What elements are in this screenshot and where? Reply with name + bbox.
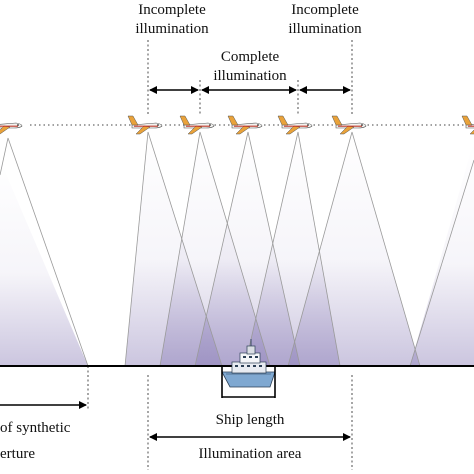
incomplete-left-label-1: Incomplete: [138, 2, 206, 18]
aircraft-icon: [179, 115, 215, 135]
illumination-area-label: Illumination area: [199, 446, 302, 462]
aircraft-icon: [127, 115, 163, 135]
beam-fill: [410, 140, 474, 366]
ship-length-label: Ship length: [216, 412, 285, 428]
incomplete-right-label-2: illumination: [288, 21, 362, 37]
complete-label-1: Complete: [221, 49, 280, 65]
incomplete-left-label-2: illumination: [135, 21, 209, 37]
ship-length-bracket: [221, 366, 276, 398]
reference-lines: [87, 40, 353, 470]
beam-fill: [0, 160, 88, 366]
synthetic-aperture-label-1: of synthetic: [0, 420, 71, 436]
ship-icon: [221, 339, 276, 388]
aircraft-icon: [331, 115, 367, 135]
beam-edges: [0, 131, 474, 367]
aircraft-icon: [227, 115, 263, 135]
complete-label-2: illumination: [213, 68, 287, 84]
aircraft-icon: [0, 115, 23, 135]
illumination-beams: [0, 130, 474, 366]
aircraft-icon: [277, 115, 313, 135]
aircraft-icon: [461, 115, 474, 135]
incomplete-right-label-1: Incomplete: [291, 2, 359, 18]
beam-fill: [288, 130, 420, 366]
synthetic-aperture-label-2: erture: [0, 446, 35, 462]
